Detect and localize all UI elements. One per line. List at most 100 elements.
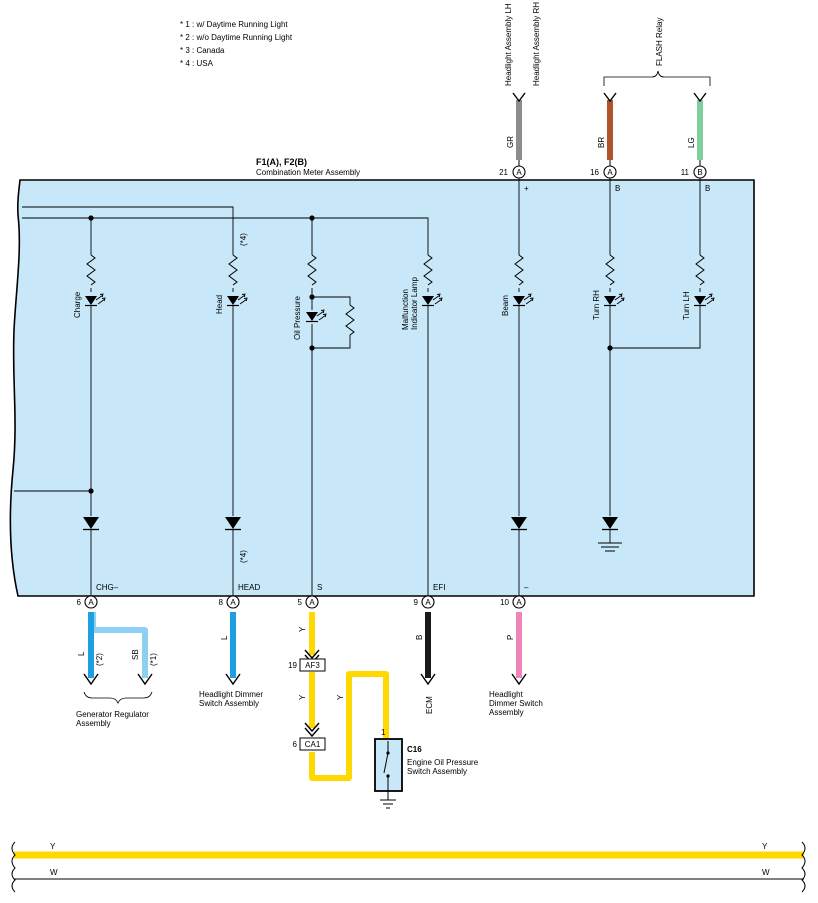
label-oil: Oil Pressure — [293, 295, 302, 340]
headlight-lh-label: Headlight Assembly LH — [504, 3, 513, 86]
label-malfunction-1: Malfunction — [401, 289, 410, 330]
svg-text:A: A — [309, 598, 315, 607]
wire-label-y3: Y — [336, 694, 345, 700]
wire-label-l2: L — [220, 635, 229, 640]
pin-5: A 5 — [298, 595, 319, 609]
connector-c16-pin: 1 — [381, 728, 386, 737]
terminal-s: S — [317, 583, 322, 592]
bus-label-y-left: Y — [50, 842, 56, 851]
pin-10: A 10 — [500, 595, 526, 609]
svg-text:A: A — [88, 598, 94, 607]
pin-16: A 16 — [590, 160, 617, 179]
arrow-lg — [693, 92, 707, 103]
dest-gen-reg-1: Generator Regulator — [76, 710, 149, 719]
svg-text:AF3: AF3 — [305, 661, 320, 670]
wire-label-p: P — [506, 635, 515, 640]
svg-text:16: 16 — [590, 168, 599, 177]
wire-label-sb: SB — [131, 649, 140, 660]
flash-relay-bracket — [603, 70, 711, 86]
dest-hds1-2: Switch Assembly — [199, 699, 259, 708]
svg-text:A: A — [425, 598, 431, 607]
terminal-efi: EFI — [433, 583, 445, 592]
arrow-ecm — [420, 673, 436, 686]
label-malfunction-2: Indicator Lamp — [410, 277, 419, 330]
sign-b-16: B — [615, 184, 620, 193]
ground-icon — [598, 542, 622, 552]
wire-label-lg: LG — [687, 137, 696, 148]
svg-text:B: B — [697, 168, 702, 177]
bus-label-w-left: W — [50, 868, 58, 877]
label-head-note: (*4) — [239, 233, 248, 246]
svg-text:A: A — [607, 168, 613, 177]
wire-label-y2: Y — [298, 694, 307, 700]
svg-text:21: 21 — [499, 168, 508, 177]
terminal-neg: – — [524, 583, 529, 592]
svg-text:6: 6 — [77, 598, 82, 607]
note-4: * 4 : USA — [180, 59, 214, 68]
bus-label-y-right: Y — [762, 842, 768, 851]
label-turn-lh: Turn LH — [682, 291, 691, 320]
svg-text:A: A — [516, 598, 522, 607]
sign-plus: + — [524, 184, 529, 193]
svg-text:9: 9 — [414, 598, 419, 607]
svg-text:CA1: CA1 — [305, 740, 321, 749]
wire-label-b: B — [415, 635, 424, 640]
wire-y-oil-3 — [309, 671, 389, 781]
dest-hds2-3: Assembly — [489, 708, 524, 717]
svg-text:10: 10 — [500, 598, 509, 607]
pin-6: A 6 — [77, 595, 98, 609]
note-3: * 3 : Canada — [180, 46, 225, 55]
svg-text:19: 19 — [288, 661, 297, 670]
dest-c16-1: Engine Oil Pressure — [407, 758, 479, 767]
meter-panel — [9, 179, 755, 597]
terminal-head: HEAD — [238, 583, 260, 592]
note-1: * 1 : w/ Daytime Running Light — [180, 20, 288, 29]
arrow-ca1 — [304, 722, 320, 738]
arrow-br — [603, 92, 617, 103]
headlight-rh-label: Headlight Assembly RH — [532, 2, 541, 86]
wire-label-l: L — [77, 651, 86, 656]
dest-hds1-1: Headlight Dimmer — [199, 690, 263, 699]
junction-dots — [88, 215, 613, 494]
oil-pressure-switch — [374, 738, 403, 809]
terminal-head-note: (*4) — [239, 550, 248, 563]
gen-reg-bracket — [83, 691, 153, 705]
svg-text:8: 8 — [219, 598, 224, 607]
svg-text:5: 5 — [298, 598, 303, 607]
label-charge: Charge — [73, 291, 82, 318]
dest-c16-code: C16 — [407, 745, 422, 754]
pin-8: A 8 — [219, 595, 240, 609]
pin-21: A 21 — [499, 160, 526, 179]
svg-text:11: 11 — [681, 168, 690, 177]
bus-break-right — [801, 841, 806, 893]
arrow-gr — [512, 92, 526, 103]
arrow-gen-sb — [137, 673, 153, 686]
connector-ca1: CA1 6 — [293, 737, 326, 751]
label-head: Head — [215, 295, 224, 314]
label-beam: Beam — [501, 295, 510, 316]
terminal-chg: CHG– — [96, 583, 119, 592]
label-turn-rh: Turn RH — [592, 290, 601, 320]
wire-label-l-note: (*2) — [95, 653, 104, 666]
wire-label-br: BR — [597, 137, 606, 148]
dest-ecm: ECM — [425, 696, 434, 714]
svg-text:A: A — [516, 168, 522, 177]
bus-label-w-right: W — [762, 868, 770, 877]
note-2: * 2 : w/o Daytime Running Light — [180, 33, 293, 42]
arrow-p — [511, 673, 527, 686]
wire-label-y1: Y — [298, 626, 307, 632]
sign-b-11: B — [705, 184, 710, 193]
svg-text:6: 6 — [293, 740, 298, 749]
dest-c16-2: Switch Assembly — [407, 767, 467, 776]
connector-af3: AF3 19 — [288, 658, 326, 672]
wire-label-sb-note: (*1) — [149, 653, 158, 666]
assembly-name: Combination Meter Assembly — [256, 168, 360, 177]
flash-relay-label: FLASH Relay — [655, 18, 664, 66]
arrow-gen-l — [83, 673, 99, 686]
dest-gen-reg-2: Assembly — [76, 719, 111, 728]
wire-label-gr: GR — [506, 136, 515, 148]
assembly-code: F1(A), F2(B) — [256, 157, 307, 167]
arrow-head — [225, 673, 241, 686]
pin-9: A 9 — [414, 595, 435, 609]
